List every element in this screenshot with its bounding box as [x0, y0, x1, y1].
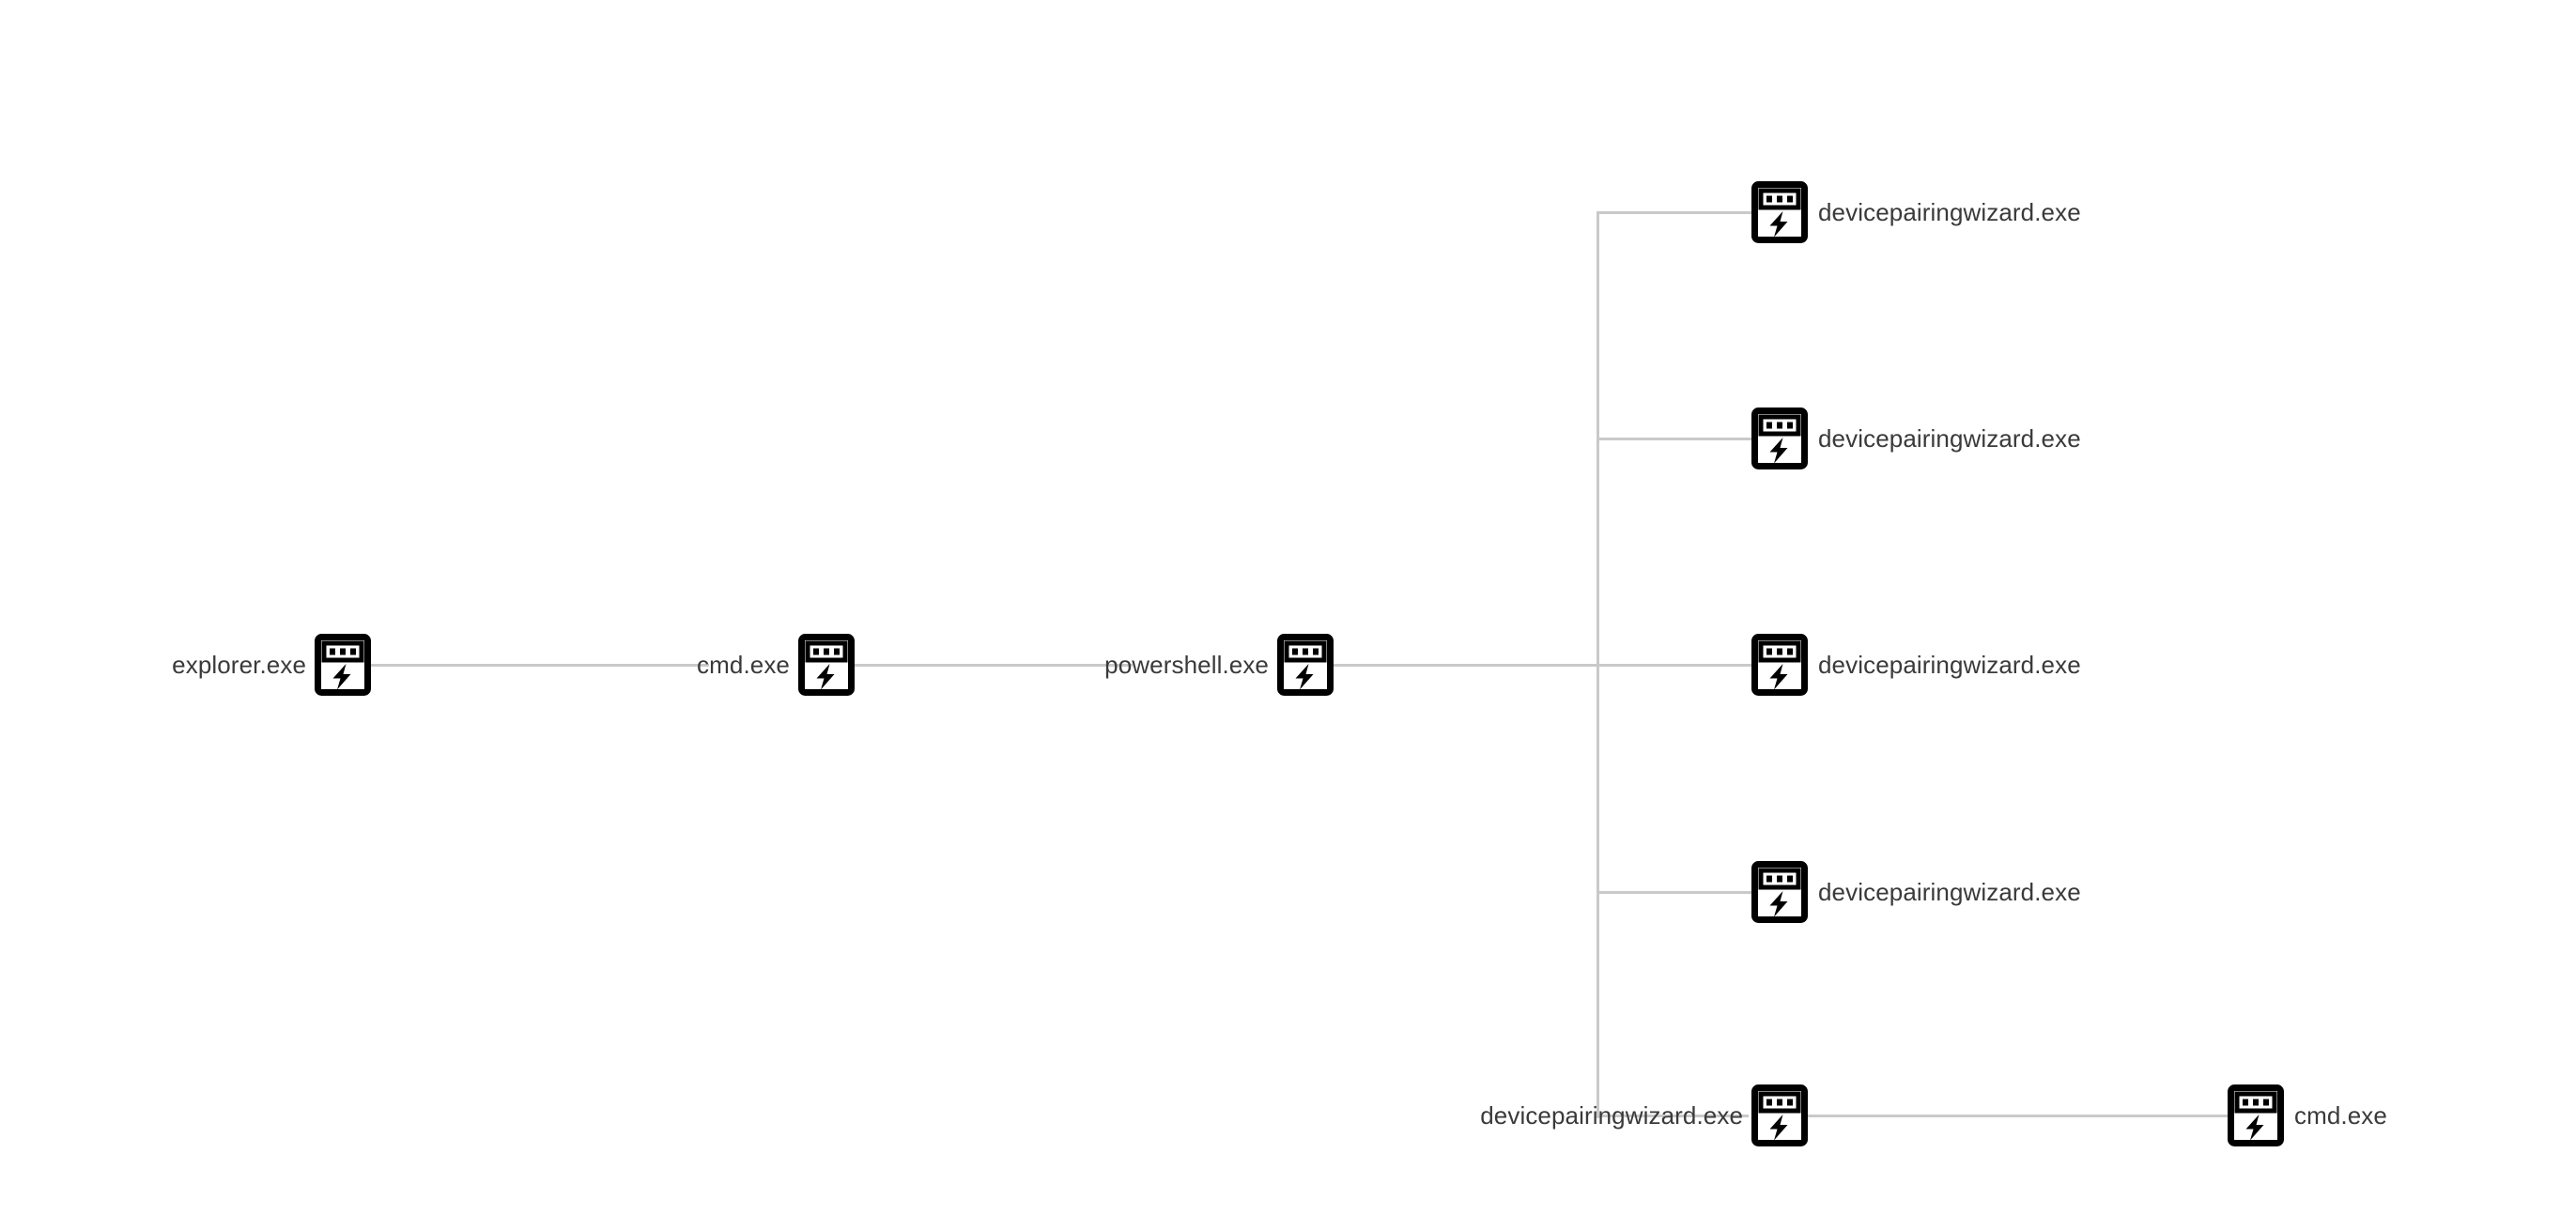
executable-process-icon: [1751, 1084, 1808, 1146]
edge-trunk-to-dpw-5: [1597, 1115, 1749, 1117]
process-node-label: devicepairingwizard.exe: [1818, 198, 2081, 226]
edge-trunk-to-dpw-4: [1597, 891, 1751, 894]
process-node-label: devicepairingwizard.exe: [1818, 424, 2081, 453]
edge-cmd-1-to-powershell: [855, 664, 1133, 667]
edge-trunk-to-dpw-2: [1597, 438, 1751, 440]
process-node-label: devicepairingwizard.exe: [1818, 878, 2081, 906]
process-node-label: cmd.exe: [697, 651, 790, 679]
process-node-cmd-2[interactable]: cmd.exe: [2228, 1084, 2387, 1146]
executable-process-icon: [798, 634, 855, 696]
process-node-dpw-3[interactable]: devicepairingwizard.exe: [1751, 634, 2081, 696]
executable-process-icon: [1751, 861, 1808, 923]
executable-process-icon: [1277, 634, 1334, 696]
process-node-label: powershell.exe: [1104, 651, 1269, 679]
edge-explorer-to-cmd-1: [371, 664, 709, 667]
executable-process-icon: [1751, 408, 1808, 469]
edge-powershell-to-trunk: [1334, 664, 1751, 667]
executable-process-icon: [2228, 1084, 2284, 1146]
process-node-powershell[interactable]: powershell.exe: [1104, 634, 1334, 696]
executable-process-icon: [1751, 181, 1808, 243]
process-node-label: explorer.exe: [172, 651, 306, 679]
edge-vertical-trunk: [1597, 212, 1599, 1118]
process-node-dpw-4[interactable]: devicepairingwizard.exe: [1751, 861, 2081, 923]
process-node-label: devicepairingwizard.exe: [1480, 1101, 1743, 1130]
process-node-cmd-1[interactable]: cmd.exe: [697, 634, 855, 696]
executable-process-icon: [1751, 634, 1808, 696]
process-node-dpw-5[interactable]: devicepairingwizard.exe: [1480, 1084, 1808, 1146]
edge-dpw-5-to-cmd-2: [1808, 1115, 2228, 1117]
process-node-dpw-1[interactable]: devicepairingwizard.exe: [1751, 181, 2081, 243]
edge-trunk-to-dpw-1: [1597, 211, 1751, 214]
process-node-label: devicepairingwizard.exe: [1818, 651, 2081, 679]
process-node-label: cmd.exe: [2294, 1101, 2387, 1130]
executable-process-icon: [315, 634, 371, 696]
process-node-dpw-2[interactable]: devicepairingwizard.exe: [1751, 408, 2081, 469]
process-node-explorer[interactable]: explorer.exe: [172, 634, 371, 696]
